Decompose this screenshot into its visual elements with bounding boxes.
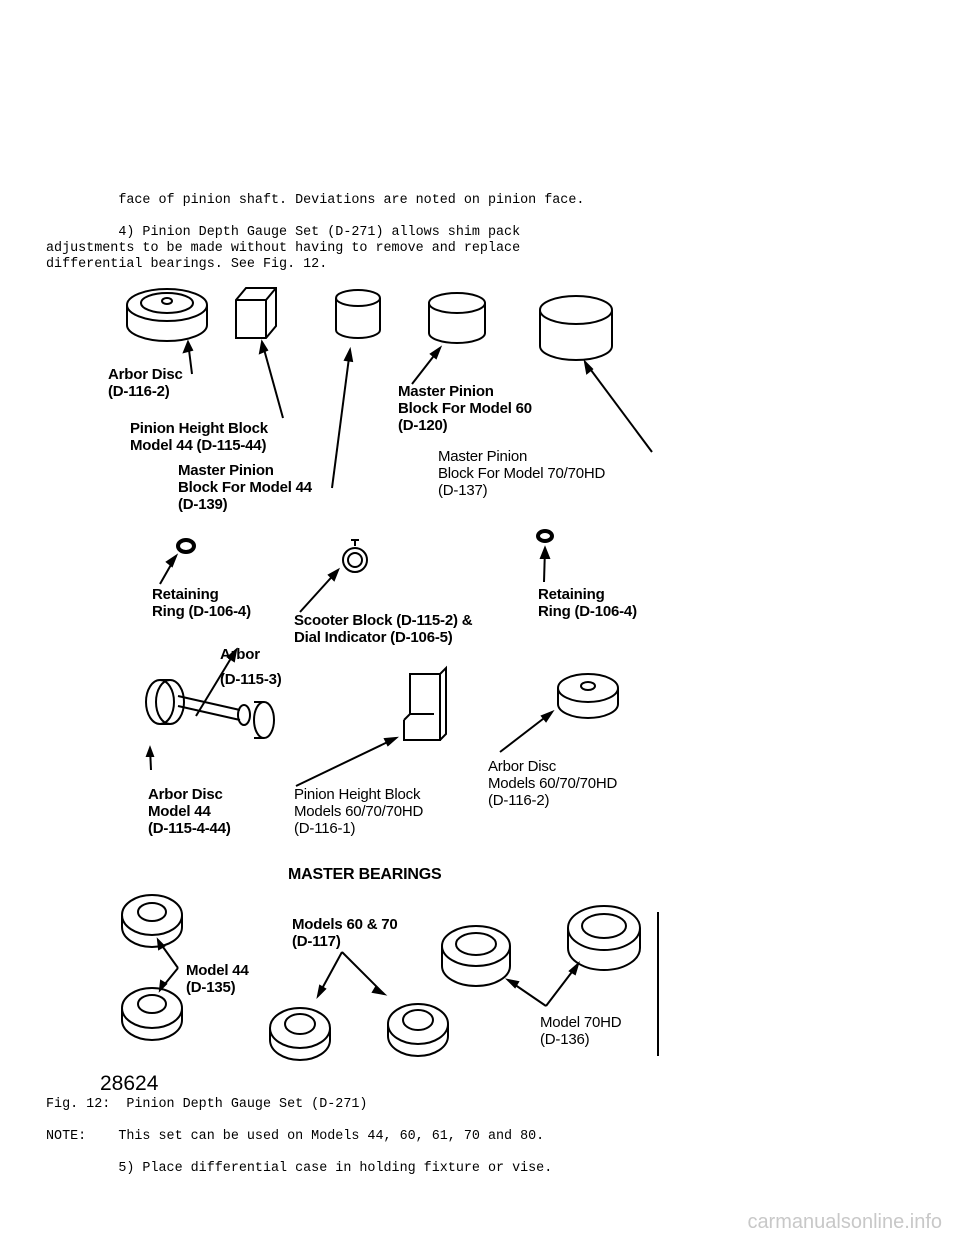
label-master-bearings: MASTER BEARINGS bbox=[288, 866, 442, 883]
bearing-44-top-drawing bbox=[121, 894, 183, 948]
master-pinion-block-44-drawing bbox=[335, 289, 381, 339]
label-arbor-disc-top: Arbor Disc(D-116-2) bbox=[108, 366, 183, 400]
bearing-44-bottom-drawing bbox=[121, 987, 183, 1041]
label-line: (D-135) bbox=[186, 979, 236, 996]
arbor-disc-top-drawing bbox=[126, 288, 208, 342]
site-watermark: carmanualsonline.info bbox=[747, 1211, 942, 1233]
figure-number: 28624 bbox=[100, 1072, 159, 1095]
retaining-ring-right-drawing bbox=[536, 529, 554, 543]
paragraph-line: 5) Place differential case in holding fi… bbox=[46, 1161, 553, 1176]
label-line: Arbor Disc bbox=[488, 758, 557, 775]
note-line: NOTE: This set can be used on Models 44,… bbox=[46, 1129, 545, 1144]
label-model-44-bearing: Model 44(D-135) bbox=[186, 962, 249, 996]
label-line: Retaining bbox=[152, 586, 219, 603]
label-line: Block For Model 44 bbox=[178, 479, 312, 496]
bearing-60-left-drawing bbox=[269, 1007, 331, 1061]
arbor-assembly-drawing bbox=[145, 679, 275, 739]
label-line: Master Pinion bbox=[178, 462, 274, 479]
label-line: Scooter Block (D-115-2) & bbox=[294, 612, 473, 629]
label-scooter-block: Scooter Block (D-115-2) &Dial Indicator … bbox=[294, 612, 473, 646]
label-line: Retaining bbox=[538, 586, 605, 603]
label-line: (D-116-2) bbox=[108, 383, 170, 400]
label-line: Ring (D-106-4) bbox=[152, 603, 251, 620]
label-line: Pinion Height Block bbox=[294, 786, 421, 803]
pinion-height-block-44-drawing bbox=[235, 287, 277, 339]
label-line: (D-137) bbox=[438, 482, 488, 499]
retaining-ring-left-drawing bbox=[176, 538, 196, 554]
label-line: Model 44 (D-115-44) bbox=[130, 437, 267, 454]
label-line: Models 60/70/70HD bbox=[294, 803, 424, 820]
label-line: (D-139) bbox=[178, 496, 228, 513]
label-line: Arbor bbox=[220, 646, 260, 663]
paragraph-line: differential bearings. See Fig. 12. bbox=[46, 257, 328, 272]
label-line: (D-120) bbox=[398, 417, 448, 434]
label-line: Model 44 bbox=[148, 803, 211, 820]
label-line: Pinion Height Block bbox=[130, 420, 268, 437]
label-line: Block For Model 70/70HD bbox=[438, 465, 606, 482]
label-line: Block For Model 60 bbox=[398, 400, 532, 417]
master-pinion-block-70-drawing bbox=[539, 295, 613, 361]
paragraph-line: face of pinion shaft. Deviations are not… bbox=[46, 193, 585, 208]
label-line: Model 70HD bbox=[540, 1014, 622, 1031]
bearing-60-right-drawing bbox=[387, 1003, 449, 1057]
label-line: Master Pinion bbox=[438, 448, 528, 465]
label-line: (D-136) bbox=[540, 1031, 590, 1048]
label-models-60-70-bearing: Models 60 & 70(D-117) bbox=[292, 916, 398, 950]
label-line: Model 44 bbox=[186, 962, 249, 979]
paragraph-line: 4) Pinion Depth Gauge Set (D-271) allows… bbox=[46, 225, 521, 240]
label-line: (D-116-2) bbox=[488, 792, 550, 809]
label-line: Models 60 & 70 bbox=[292, 916, 398, 933]
label-model-70hd-bearing: Model 70HD(D-136) bbox=[540, 1014, 622, 1048]
pinion-height-block-60-drawing bbox=[403, 665, 447, 741]
label-line: Dial Indicator (D-106-5) bbox=[294, 629, 453, 646]
bearing-70hd-right-drawing bbox=[567, 905, 641, 971]
label-line: (D-116-1) bbox=[294, 820, 356, 837]
label-line: Models 60/70/70HD bbox=[488, 775, 618, 792]
label-line: (D-117) bbox=[292, 933, 341, 950]
label-line: Arbor Disc bbox=[148, 786, 223, 803]
figure-caption: Fig. 12: Pinion Depth Gauge Set (D-271) bbox=[46, 1097, 368, 1112]
label-line: Ring (D-106-4) bbox=[538, 603, 637, 620]
paragraph-line: adjustments to be made without having to… bbox=[46, 241, 521, 256]
label-arbor: Arbor (D-115-3) bbox=[220, 646, 282, 688]
label-line: Master Pinion bbox=[398, 383, 494, 400]
label-line: (D-115-4-44) bbox=[148, 820, 231, 837]
label-line: (D-115-3) bbox=[220, 671, 282, 688]
master-pinion-block-60-drawing bbox=[428, 292, 486, 344]
arbor-disc-60-drawing bbox=[557, 673, 619, 719]
dial-indicator-drawing bbox=[342, 539, 368, 573]
bearing-70hd-left-drawing bbox=[441, 925, 511, 987]
label-line: Arbor Disc bbox=[108, 366, 183, 383]
